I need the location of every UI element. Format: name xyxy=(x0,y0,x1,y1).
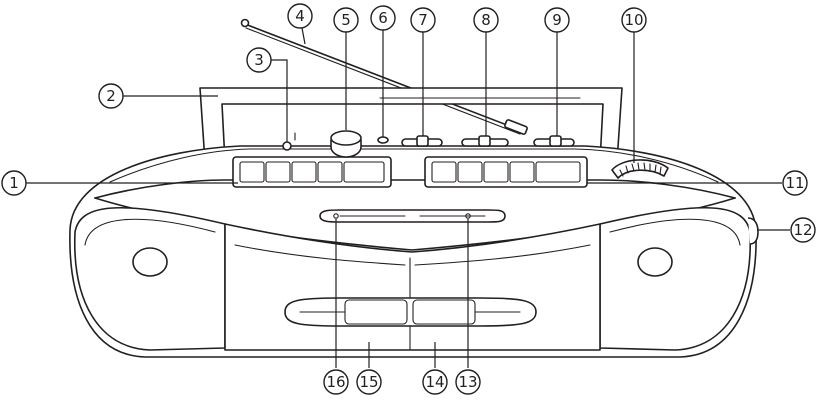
tuning-dial xyxy=(611,159,669,179)
callout-14: 14 xyxy=(422,369,448,395)
callout-11: 11 xyxy=(782,170,808,196)
telescopic-antenna xyxy=(240,18,528,135)
callout-12-label: 12 xyxy=(793,221,812,239)
top-controls xyxy=(282,130,575,158)
callout-2: 2 xyxy=(98,83,124,109)
callout-3-label: 3 xyxy=(254,51,264,69)
callout-15: 15 xyxy=(356,369,382,395)
callout-2-label: 2 xyxy=(106,87,116,105)
callout-8-label: 8 xyxy=(481,11,491,29)
cassette-keys-left xyxy=(232,156,392,188)
callout-7: 7 xyxy=(410,7,436,33)
callout-11-label: 11 xyxy=(785,174,804,192)
callout-7-label: 7 xyxy=(418,11,428,29)
callout-5: 5 xyxy=(333,7,359,33)
callout-16-label: 16 xyxy=(326,373,345,391)
callout-10: 10 xyxy=(621,7,647,33)
callout-12: 12 xyxy=(790,217,816,243)
callout-leader-lines xyxy=(26,27,790,368)
callout-13: 13 xyxy=(455,369,481,395)
callout-10-label: 10 xyxy=(624,11,643,29)
callout-14-label: 14 xyxy=(425,373,444,391)
callout-1: 1 xyxy=(1,170,27,196)
callout-6: 6 xyxy=(370,5,396,31)
callout-9: 9 xyxy=(544,7,570,33)
callout-16: 16 xyxy=(323,369,349,395)
callout-4-label: 4 xyxy=(295,7,305,25)
callout-4: 4 xyxy=(287,3,313,29)
callout-3: 3 xyxy=(246,47,272,73)
cassette-deck xyxy=(224,223,601,351)
callout-1-label: 1 xyxy=(9,174,19,192)
tape-slot-bar xyxy=(319,209,506,223)
cassette-keys-right xyxy=(424,156,588,188)
callout-8: 8 xyxy=(473,7,499,33)
callout-15-label: 15 xyxy=(359,373,378,391)
callout-13-label: 13 xyxy=(458,373,477,391)
callout-5-label: 5 xyxy=(341,11,351,29)
side-socket xyxy=(747,217,759,245)
callout-9-label: 9 xyxy=(552,11,562,29)
callout-6-label: 6 xyxy=(378,9,388,27)
